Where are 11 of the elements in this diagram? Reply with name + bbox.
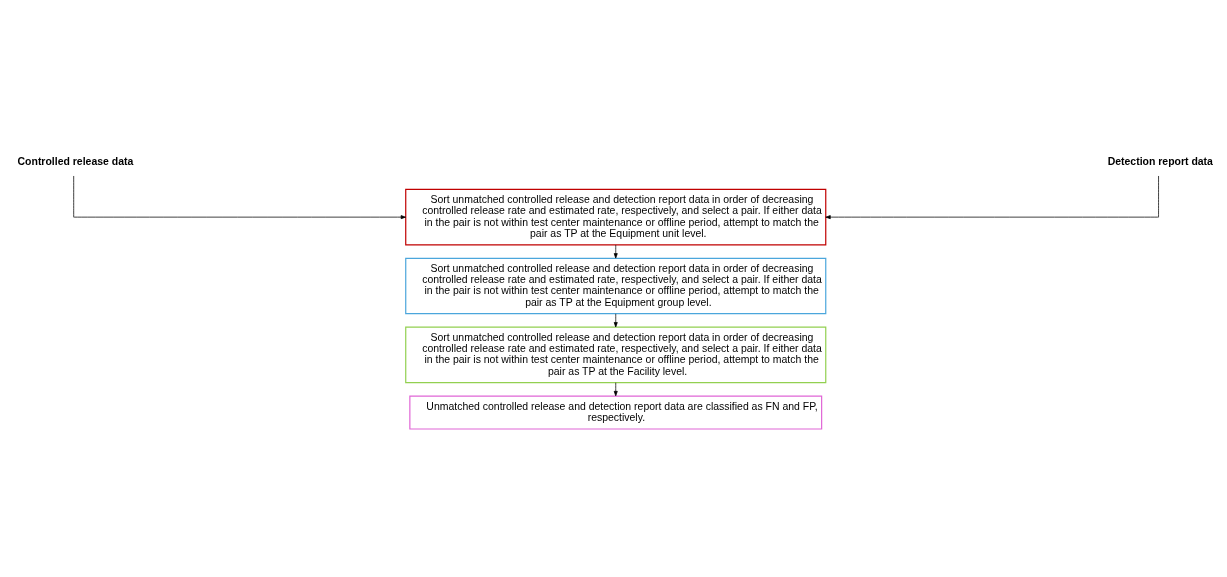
arrow bbox=[613, 244, 618, 258]
arrow bbox=[825, 175, 1159, 219]
node-box: Sort unmatched controlled release and detection report data in order of decreasing controlled release rate and estimated rate, respectively, and select a pair. If either data in the pair is not within test center maintenance or offline period, attempt to match the pair as TP at the Equipment group level. bbox=[405, 257, 827, 314]
node-box: Unmatched controlled release and detection report data are classified as FN and FP, respectively. bbox=[409, 394, 823, 430]
arrow bbox=[613, 312, 618, 327]
node-box: Sort unmatched controlled release and detection report data in order of decreasing controlled release rate and estimated rate, respectively, and select a pair. If either data in the pair is not within test center maintenance or offline period, attempt to match the pair as TP at the Equipment unit level. bbox=[405, 188, 827, 245]
arrow bbox=[613, 381, 618, 396]
node-box: Sort unmatched controlled release and detection report data in order of decreasing controlled release rate and estimated rate, respectively, and select a pair. If either data in the pair is not within test center maintenance or offline period, attempt to match the pair as TP at the Facility level. bbox=[405, 326, 827, 383]
node-text: Detection report data bbox=[1107, 154, 1213, 166]
node-text: Controlled release data bbox=[17, 154, 134, 166]
arrow bbox=[73, 175, 406, 219]
